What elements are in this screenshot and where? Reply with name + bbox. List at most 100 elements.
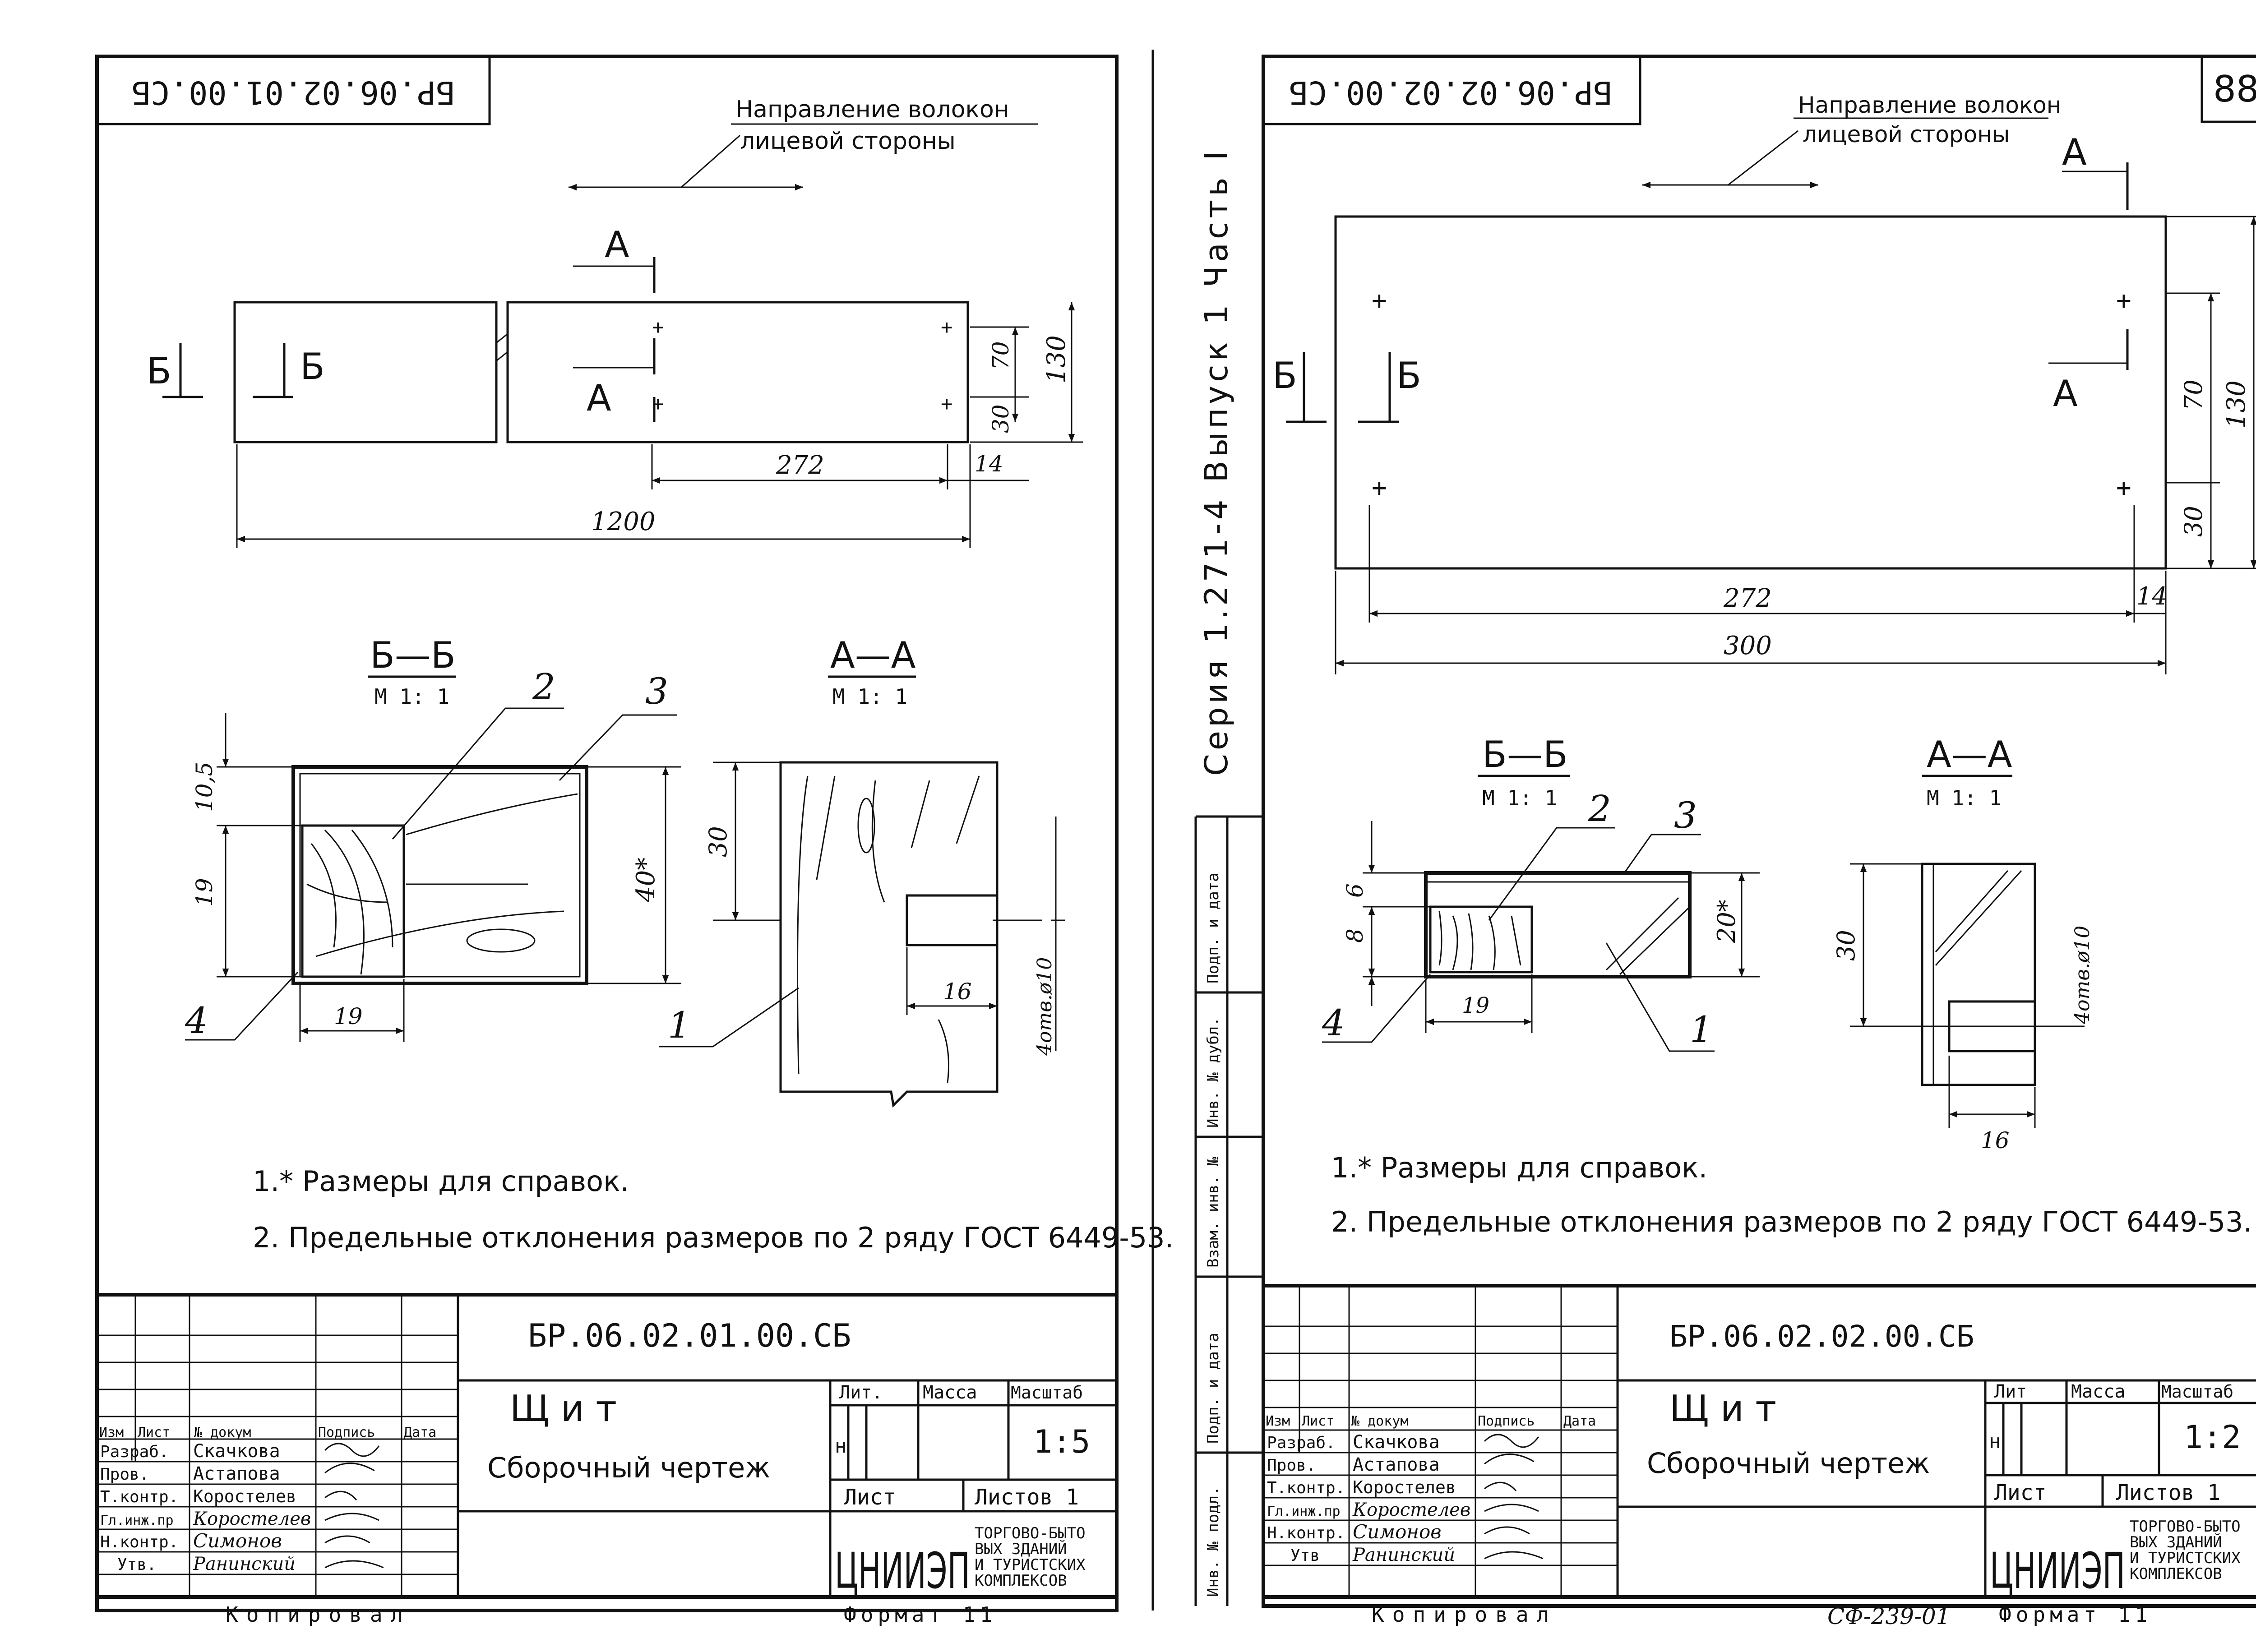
left-fiber-line2: лицевой стороны [740,128,956,155]
left-tb-name-6: Ранинский [193,1554,296,1574]
right-tb-scale-value: 1:2 [2184,1419,2241,1456]
left-tb-org: ЦНИИЭП [835,1542,970,1600]
left-bb-c4: 4 [185,1000,208,1042]
left-tb-kopiroval: Копировал [226,1602,411,1627]
right-title-block: БР.06.02.02.00.СБ Щ и т Сборочный чертеж… [1263,1284,2256,1629]
right-tb-signatures [1484,1434,1544,1560]
left-aa-hole: 4отв.ø10 [1033,957,1056,1056]
right-tb-lit-value: н [1989,1430,2001,1453]
left-bb-d19v: 19 [191,878,217,907]
left-bb-d19h: 19 [334,1003,363,1029]
right-code-box: БР.06.02.02.00.СБ [1263,56,1641,125]
right-dim-300: 300 [1724,631,1772,660]
left-frame [95,55,1119,1612]
right-tb-kopiroval: Копировал [1372,1602,1557,1627]
page-number: 88 [2213,68,2256,110]
left-dim-14: 14 [975,451,1003,477]
left-tb-name-2: Астапова [193,1463,280,1484]
left-fiber-direction: Направление волокон лицевой стороны [569,96,1038,191]
left-tb-listov: Листов 1 [975,1485,1079,1510]
left-dim-70: 70 [988,341,1014,370]
left-dim-1200: 1200 [591,507,656,536]
left-code-rotated: БР.06.02.01.00.СБ [132,74,455,111]
left-tb-org-desc-2: ВЫХ ЗДАНИЙ [975,1540,1067,1558]
left-dim-30: 30 [988,404,1014,433]
left-bb-d40: 40* [631,858,661,903]
left-tb-role-6: Утв. [117,1555,157,1574]
right-bb-title: Б—Б [1482,734,1568,775]
left-fiber-line1: Направление волокон [735,96,1009,123]
right-tb-org-desc-4: КОМПЛЕКСОВ [2130,1565,2222,1583]
svg-text:+: + [941,392,953,415]
left-notes: 1.* Размеры для справок. 2. Предельные о… [253,1165,1174,1254]
right-dim-70: 70 [2179,379,2208,411]
left-tb-role-1: Разраб. [100,1443,169,1461]
right-cut-a-bottom: А [2053,373,2078,415]
left-sheet: БР.06.02.01.00.СБ Направление волокон ли… [95,55,1174,1627]
right-bb-scale: М 1: 1 [1482,786,1557,810]
right-fiber-line2: лицевой стороны [1803,121,2010,148]
left-aa-title: А—А [830,634,916,676]
right-section-bb: Б—Б М 1: 1 8 6 20* 19 2 3 4 [1322,734,1760,1052]
left-tb-scale-value: 1:5 [1033,1423,1090,1460]
left-tb-signatures [324,1443,384,1569]
right-tb-org-desc-1: ТОРГОВО-БЫТО [2130,1518,2241,1536]
right-tb-list: Лист [1994,1480,2047,1505]
right-tb-mashtab: Масштаб [2161,1382,2233,1402]
right-bb-c2: 2 [1588,788,1611,830]
right-aa-title: А—А [1927,734,2012,775]
left-tb-h-list: Лист [138,1425,170,1440]
left-aa-c1: 1 [668,1004,691,1046]
svg-text:+: + [941,316,953,339]
right-tb-subtitle: Сборочный чертеж [1647,1447,1930,1480]
left-tb-massa: Масса [923,1382,977,1403]
left-tb-name-4: Коростелев [193,1509,311,1529]
left-tb-h-date: Дата [404,1425,436,1440]
side-stamp-2: Подп. и дата [1204,1333,1222,1444]
right-dim-30: 30 [2179,506,2208,537]
side-stamp: Подп. и дата Инв. № дубл. Взам. инв. № П… [1194,815,1263,1606]
right-tb-h-date: Дата [1563,1413,1596,1429]
right-dim-14: 14 [2136,582,2168,610]
left-cut-b-left: Б [147,350,171,392]
left-aa-d30: 30 [704,826,732,857]
left-tb-code: БР.06.02.01.00.СБ [528,1317,851,1354]
right-tb-h-izm: Изм [1266,1413,1290,1429]
left-tb-list: Лист [844,1485,896,1510]
left-dim-130: 130 [1042,335,1071,383]
right-code-rotated: БР.06.02.02.00.СБ [1289,74,1612,111]
right-notes: 1.* Размеры для справок. 2. Предельные о… [1331,1151,2252,1238]
left-bb-scale: М 1: 1 [374,684,449,709]
right-tb-role-1: Разраб. [1267,1434,1336,1452]
left-section-aa: А—А М 1: 1 30 16 4отв.ø10 1 [659,634,1065,1108]
right-plan-view: + + + + А А Б Б 272 14 300 70 30 130 [1272,131,2256,674]
right-tb-role-3: Т.контр. [1267,1479,1345,1497]
left-code-box: БР.06.02.01.00.СБ [97,55,491,125]
right-note-1: 1.* Размеры для справок. [1331,1151,1707,1184]
right-tb-lit: Лит [1994,1381,2027,1402]
left-section-bb: Б—Б М 1: 1 10,5 19 40* 19 2 3 [185,634,681,1042]
right-tb-org-desc-2: ВЫХ ЗДАНИЙ [2130,1533,2222,1551]
left-note-1: 1.* Размеры для справок. [253,1165,629,1198]
left-cut-a-bottom: А [587,377,611,419]
left-bb-c2: 2 [532,666,555,708]
svg-text:+: + [652,316,664,339]
left-tb-name-1: Скачкова [193,1441,280,1462]
side-stamp-3: Взам. инв. № [1204,1157,1222,1268]
right-tb-massa: Масса [2071,1381,2125,1402]
right-tb-code: БР.06.02.02.00.СБ [1669,1319,1974,1354]
right-bb-d19: 19 [1462,993,1489,1018]
right-tb-h-doc: № докум [1351,1413,1408,1429]
left-tb-org-desc-4: КОМПЛЕКСОВ [975,1572,1067,1590]
left-tb-org-desc-3: И ТУРИСТСКИХ [975,1556,1086,1574]
left-tb-role-4: Гл.инж.пр [100,1513,174,1528]
right-dim-130: 130 [2222,380,2251,429]
right-tb-name-1: Скачкова [1353,1432,1440,1453]
right-tb-name-2: Астапова [1353,1454,1440,1475]
left-tb-org-desc-1: ТОРГОВО-БЫТО [975,1524,1086,1542]
right-tb-role-6: Утв [1290,1546,1320,1565]
left-tb-name-5: Симонов [193,1530,282,1552]
right-sheet: 88 БР.06.02.02.00.СБ Серия 1.271-4 Выпус… [1194,55,2256,1629]
right-tb-name-3: Коростелев [1353,1477,1456,1497]
